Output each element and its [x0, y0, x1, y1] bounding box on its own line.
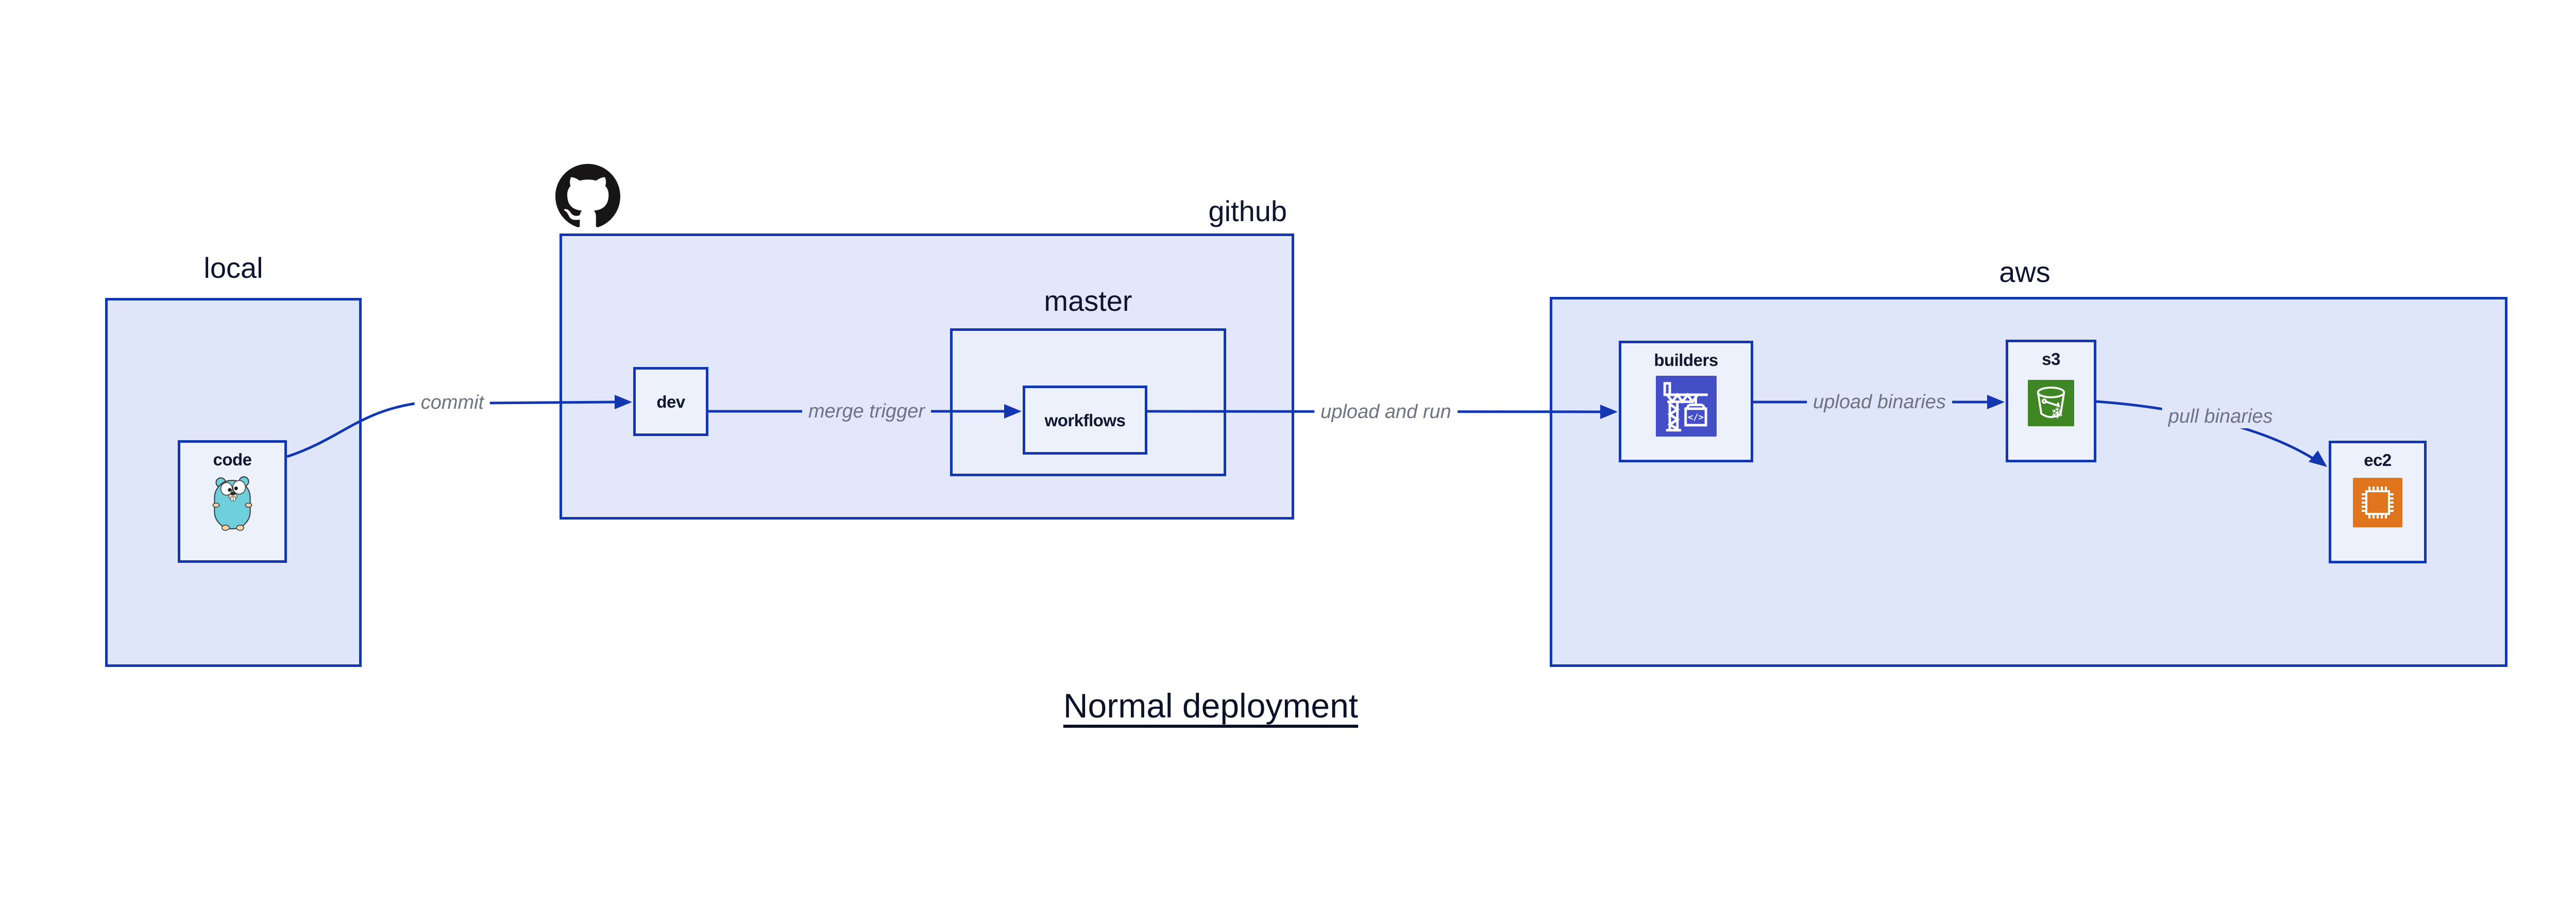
builders-node: builders </> [1619, 341, 1753, 462]
ec2-node-label: ec2 [2364, 450, 2392, 470]
diagram-title: Normal deployment [1063, 687, 1359, 725]
s3-node: s3 ❄ [2006, 340, 2096, 462]
workflows-node-label: workflows [1044, 410, 1126, 430]
pull-binaries-edge-label: pull binaries [2162, 405, 2279, 428]
cpu-chip-icon [2353, 478, 2402, 527]
upload-and-run-edge-label: upload and run [1314, 400, 1458, 424]
local-container-label: local [204, 252, 263, 284]
arrowhead-builders [1600, 405, 1618, 419]
go-gopher-icon [212, 476, 252, 531]
arrowhead-s3 [1987, 395, 2005, 409]
snowflake-glyph: ❄ [2051, 405, 2064, 423]
code-tag-glyph: </> [1687, 412, 1703, 423]
arrowhead-workflows [1004, 404, 1022, 419]
github-container-label: github [1208, 195, 1287, 227]
glacier-bucket-icon: ❄ [2028, 380, 2074, 426]
builders-node-label: builders [1654, 350, 1718, 370]
master-container-label: master [1044, 285, 1132, 317]
workflows-node: workflows [1023, 386, 1147, 455]
construction-crane-icon: </> [1655, 376, 1717, 437]
commit-edge [286, 400, 615, 458]
ec2-node: ec2 [2329, 441, 2427, 563]
commit-edge-label: commit [414, 391, 490, 414]
arrowhead-dev [615, 395, 632, 409]
merge-trigger-edge-label: merge trigger [802, 399, 931, 423]
dev-node: dev [633, 367, 708, 436]
upload-binaries-edge-label: upload binaries [1807, 390, 1952, 414]
github-octocat-icon [555, 164, 620, 227]
arrowhead-ec2 [2309, 450, 2327, 467]
aws-container-label: aws [1999, 256, 2050, 288]
s3-node-label: s3 [2042, 349, 2060, 369]
code-node-label: code [213, 450, 252, 469]
code-node: code [178, 440, 287, 563]
dev-node-label: dev [656, 392, 685, 411]
